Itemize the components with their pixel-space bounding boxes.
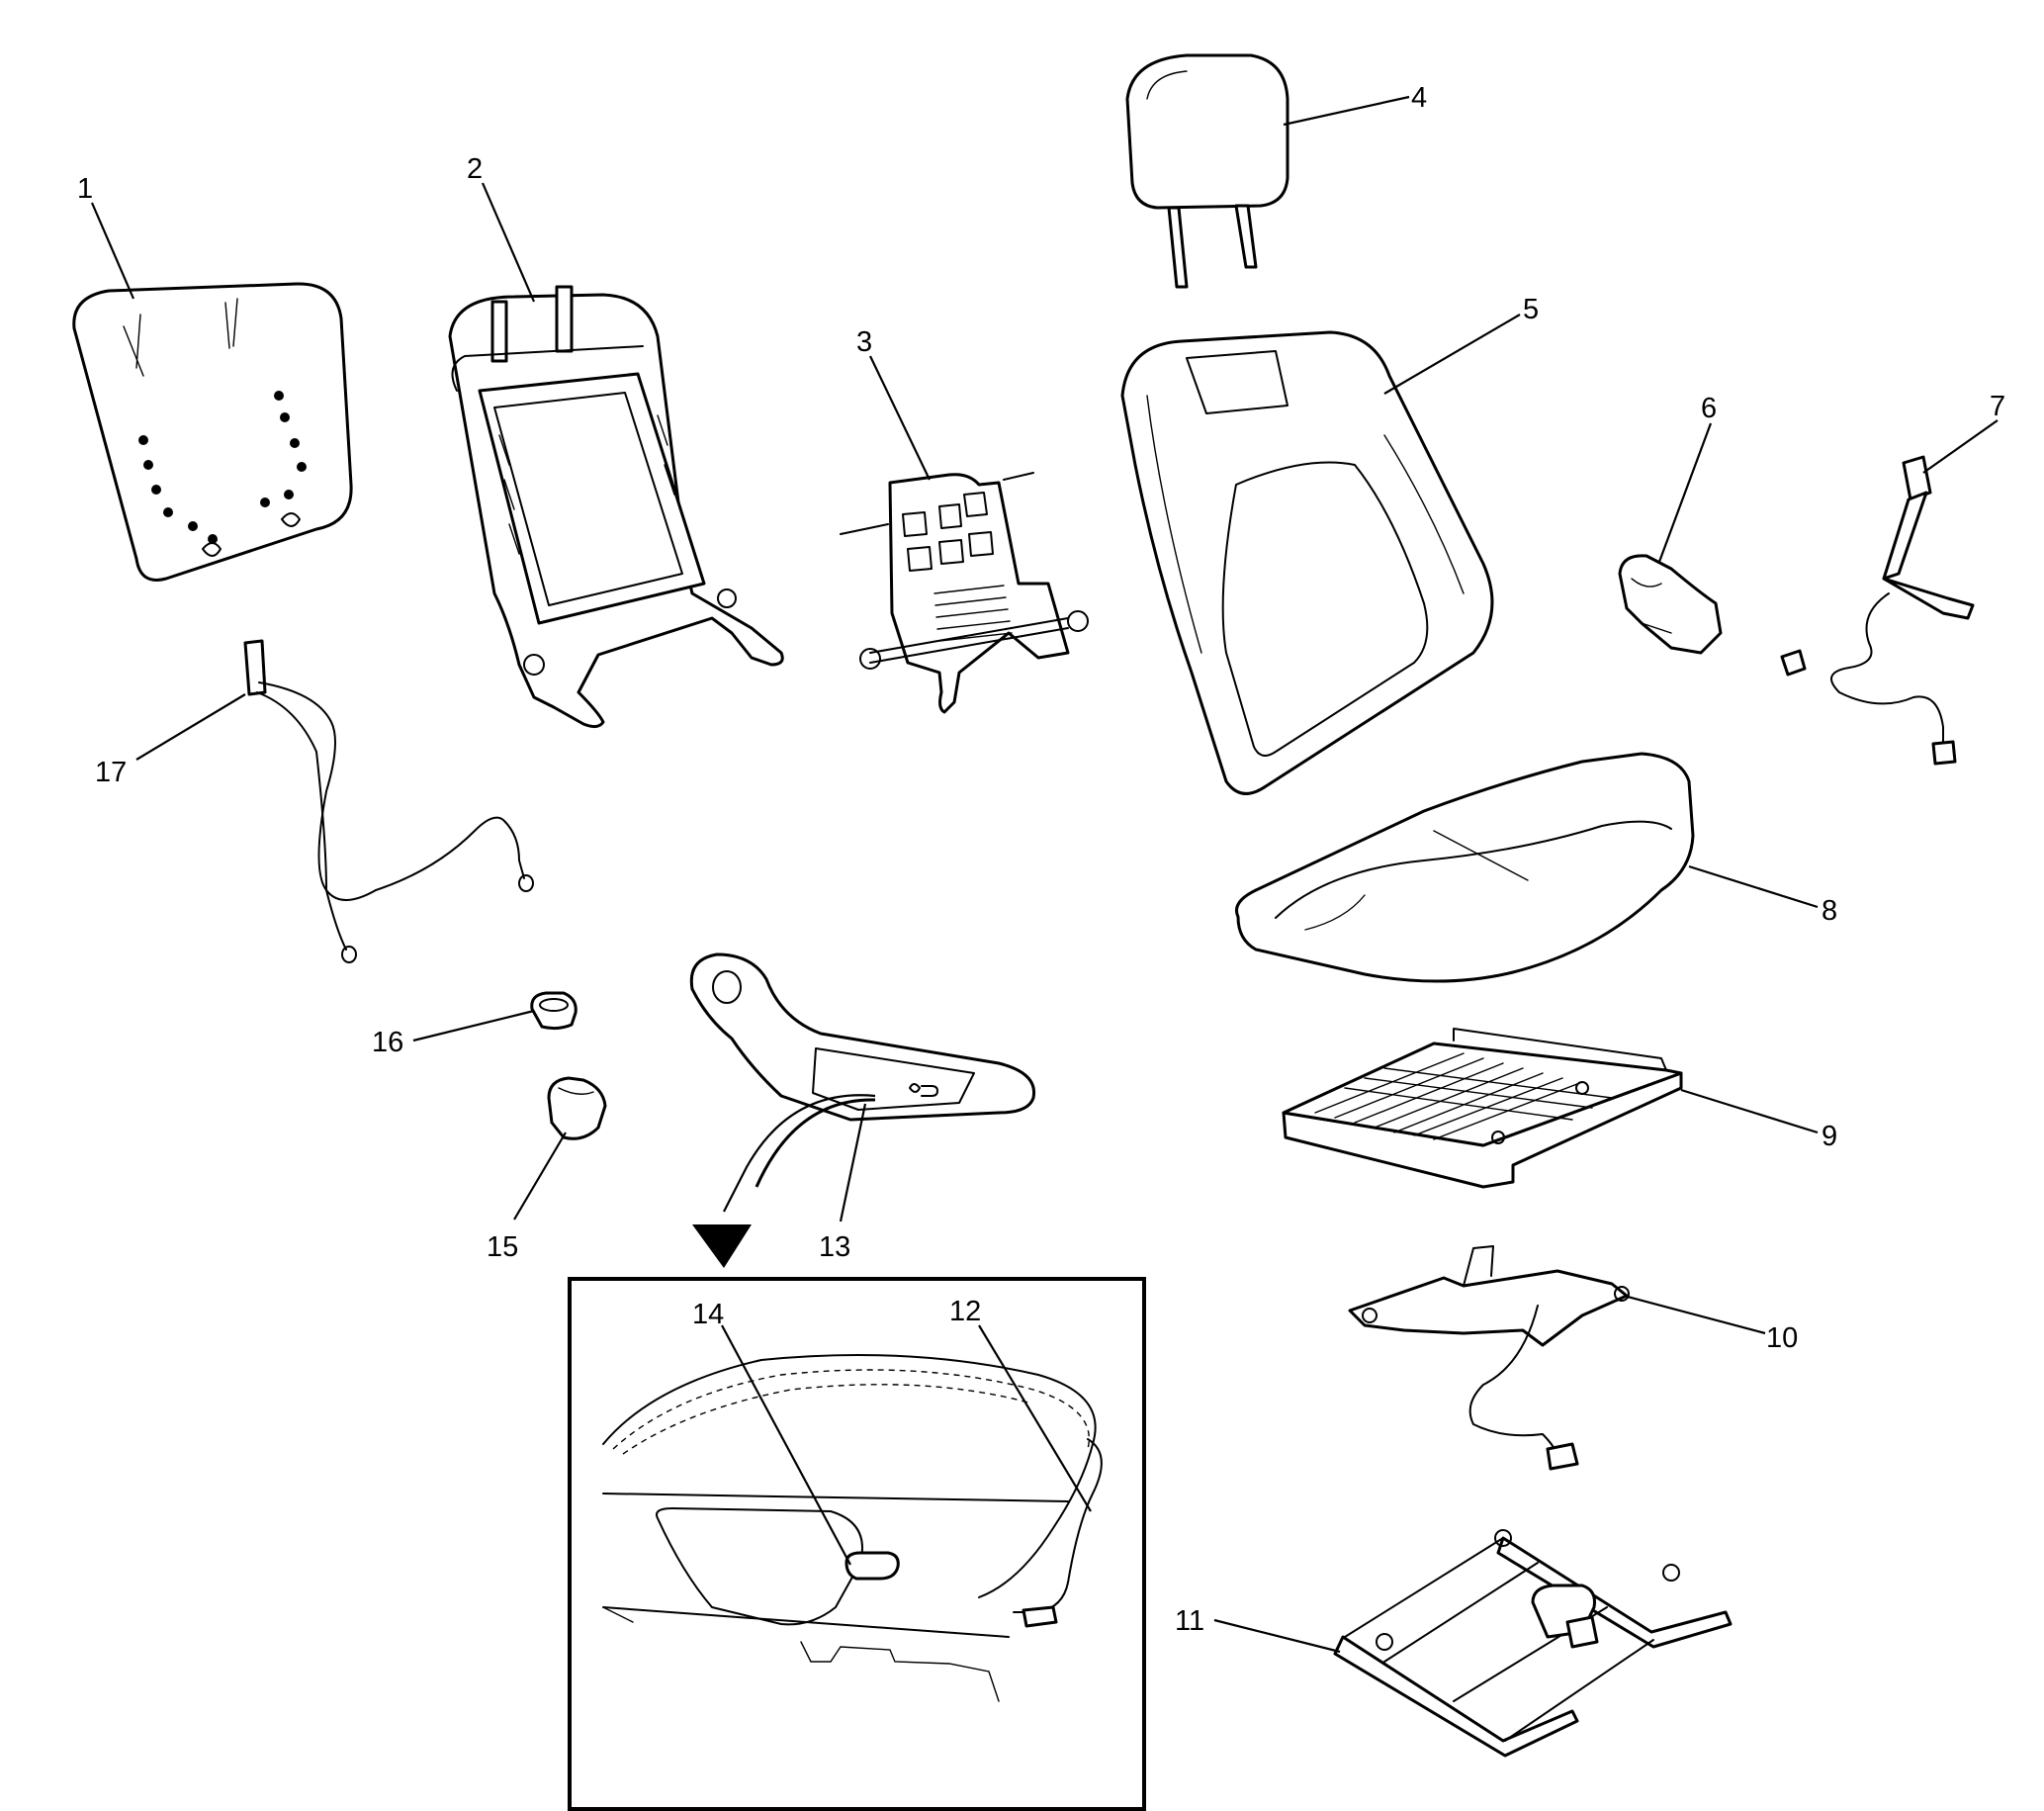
headrest <box>1125 53 1289 289</box>
detail-arrow <box>692 1094 876 1268</box>
callout-3: 3 <box>856 326 872 358</box>
callout-7: 7 <box>1990 391 2005 422</box>
callout-13: 13 <box>819 1231 850 1263</box>
callout-4: 4 <box>1411 82 1427 114</box>
callout-2: 2 <box>467 153 483 185</box>
callout-9: 9 <box>1822 1121 1837 1152</box>
adjuster-knob-large <box>547 1076 607 1140</box>
seat-adjuster-wiring <box>1348 1245 1630 1471</box>
callout-1: 1 <box>77 173 93 205</box>
leader-lines <box>90 95 1999 1654</box>
callout-labels: 1 2 3 4 5 6 7 8 9 10 11 12 13 14 15 16 1… <box>77 82 2005 1637</box>
side-trim-panel <box>689 952 1036 1122</box>
callout-16: 16 <box>372 1027 403 1058</box>
trim-bracket <box>1618 554 1723 655</box>
callout-8: 8 <box>1822 895 1837 927</box>
detail-inset <box>568 1277 1146 1811</box>
seat-back-cover <box>1120 330 1494 795</box>
callout-15: 15 <box>487 1231 518 1263</box>
lumbar-support <box>840 472 1089 714</box>
seat-back-panel <box>72 282 353 582</box>
wiring-harness <box>243 639 534 963</box>
callout-12: 12 <box>949 1296 981 1327</box>
callout-5: 5 <box>1523 294 1539 325</box>
callout-11: 11 <box>1175 1605 1204 1637</box>
callout-14: 14 <box>692 1299 724 1330</box>
seat-adjuster <box>1333 1529 1733 1758</box>
seat-belt-buckle <box>1780 455 1975 766</box>
seat-back-frame <box>448 285 784 729</box>
seat-cushion-cover <box>1235 752 1695 983</box>
callout-6: 6 <box>1701 393 1717 424</box>
callout-10: 10 <box>1766 1322 1798 1354</box>
callout-17: 17 <box>95 757 127 788</box>
adjuster-knob-small <box>530 991 578 1031</box>
seat-cushion-frame <box>1282 1028 1683 1189</box>
